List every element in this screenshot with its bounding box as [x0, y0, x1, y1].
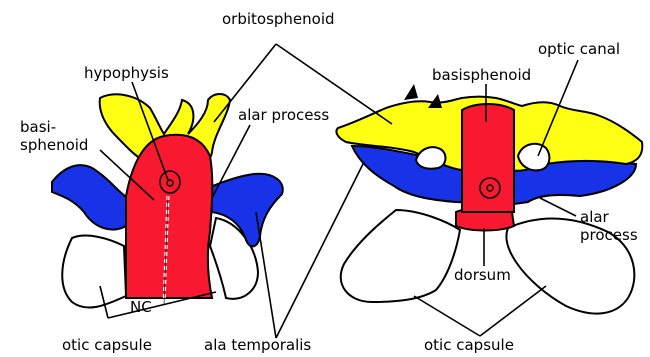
leader-otic-capsule-right-a: [414, 296, 480, 336]
label-otic-capsule-left: otic capsule: [62, 336, 152, 354]
label-dorsum: dorsum: [454, 266, 511, 284]
label-alar-process-right-2: process: [580, 226, 638, 244]
right-basisphenoid: [462, 104, 514, 212]
label-orbitosphenoid: orbitosphenoid: [222, 10, 335, 28]
label-alar-process-left: alar process: [238, 106, 329, 124]
label-basisphenoid-left-2: sphenoid: [20, 136, 88, 154]
label-alar-process-right-1: alar: [580, 208, 610, 226]
label-otic-capsule-right: otic capsule: [424, 336, 514, 354]
leader-ala-temporalis-left: [256, 212, 276, 338]
leader-otic-capsule-right-b: [480, 286, 546, 336]
label-optic-canal: optic canal: [538, 40, 620, 58]
arrowhead-marker: [404, 84, 418, 100]
left-otic-capsule-left: [62, 236, 126, 308]
label-basisphenoid-left-1: basi-: [20, 118, 56, 136]
left-specimen: [52, 94, 283, 308]
label-ala-temporalis: ala temporalis: [204, 336, 311, 354]
arrowhead-marker: [428, 94, 442, 108]
left-basisphenoid: [126, 135, 212, 298]
label-nc: NC: [130, 298, 152, 316]
leader-ala-temporalis-right: [276, 162, 364, 338]
right-otic-capsule-left: [341, 210, 460, 302]
label-basisphenoid-right: basisphenoid: [432, 66, 531, 84]
label-hypophysis: hypophysis: [84, 64, 169, 82]
leader-alar-process-right: [540, 198, 576, 216]
left-ala-temporalis-left: [52, 165, 128, 229]
